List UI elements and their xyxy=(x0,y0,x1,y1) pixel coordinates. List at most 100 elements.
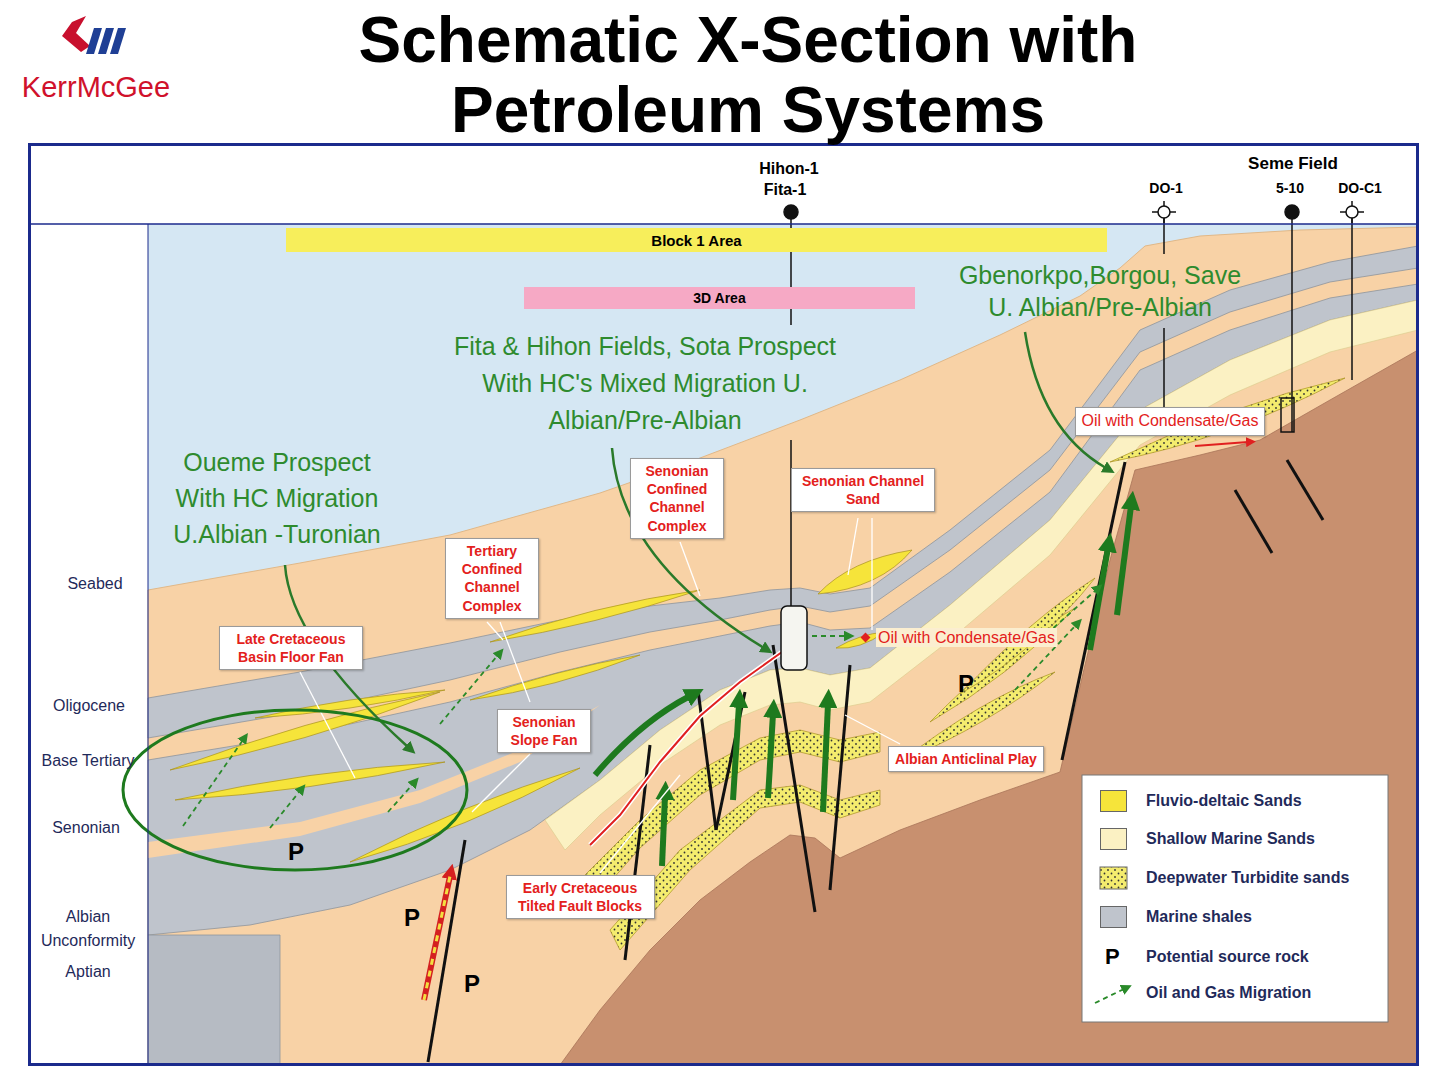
source-rock-mark: P xyxy=(958,670,974,699)
hydrocarbon-label: Oil with Condensate/Gas xyxy=(876,628,1057,647)
legend-swatch xyxy=(1100,906,1127,928)
well-symbol xyxy=(781,201,1364,670)
legend-swatch xyxy=(1100,828,1127,850)
well-name: DO-C1 xyxy=(1338,180,1382,197)
fluvio-deltaic-sand-lens xyxy=(470,655,640,700)
dashed-migration-arrow xyxy=(440,655,498,724)
play-box: Senonian Channel Sand xyxy=(791,468,935,512)
carrier-bed-line xyxy=(590,652,782,845)
well-name-holder: Fita-1 xyxy=(764,180,807,199)
carrier-bed-line xyxy=(590,652,782,845)
fluvio-deltaic-sand-lens xyxy=(170,692,440,770)
well-name: Hihon-1 xyxy=(759,159,819,178)
carrier-bed-line xyxy=(590,652,782,845)
play-annotation: Fita & Hihon Fields, Sota Prospect With … xyxy=(435,328,855,439)
hydrocarbon-label-holder: Oil with Condensate/Gas xyxy=(876,628,1057,647)
legend-label: Fluvio-deltaic Sands xyxy=(1146,791,1302,811)
hydrocarbon-box: Oil with Condensate/Gas xyxy=(1075,407,1266,436)
diagram-title: Schematic X-Section with Petroleum Syste… xyxy=(318,5,1178,145)
area-band: 3D Area xyxy=(524,287,915,309)
fault-line xyxy=(1287,460,1323,520)
box-label: Senonian Slope Fan xyxy=(504,713,584,749)
horizon-name: Senonian xyxy=(52,818,120,837)
source-rock-mark-holder: P xyxy=(464,970,480,999)
migration-arrow xyxy=(733,704,739,800)
dashed-migration-arrow xyxy=(183,740,243,826)
area-band: Block 1 Area xyxy=(286,228,1107,252)
dashed-migration-arrow xyxy=(812,635,846,637)
section-frame xyxy=(30,145,1418,1065)
play-annotation: Gbenorkpo,Borgou, Save U. Albian/Pre-Alb… xyxy=(950,259,1250,323)
source-rock-mark: P xyxy=(288,838,304,867)
well-name-holder: Hihon-1 xyxy=(759,159,819,178)
migration-arrow xyxy=(595,696,690,775)
annotation-pointer xyxy=(612,448,764,648)
section-frame xyxy=(29,145,1418,1066)
migration-arrow xyxy=(662,796,665,866)
horizon-name: Aptian xyxy=(65,962,110,981)
source-rock-mark-holder: P xyxy=(958,670,974,699)
migration-arrow xyxy=(1117,506,1131,615)
fault-line xyxy=(830,665,850,890)
horizon-name: Albian Unconformity xyxy=(32,905,144,953)
play-box: Senonian Confined Channel Complex xyxy=(630,458,724,539)
horizon-name-holder: Oligocene xyxy=(53,696,125,715)
horizon-name-holder: Senonian xyxy=(52,818,120,837)
leader-line xyxy=(300,518,900,873)
migration-arrow xyxy=(768,714,773,798)
well-symbol xyxy=(781,606,807,670)
band-label: Block 1 Area xyxy=(651,232,741,249)
play-box: Senonian Slope Fan xyxy=(497,709,591,753)
dashed-migration-arrow xyxy=(183,590,1096,828)
deep-migration-path xyxy=(424,876,450,1000)
well-name-holder: DO-C1 xyxy=(1338,180,1382,197)
box-label: Tertiary Confined Channel Complex xyxy=(452,542,532,615)
company-logo xyxy=(62,16,126,54)
box-label: Early Cretaceous Tilted Fault Blocks xyxy=(513,879,648,915)
well-name: 5-10 xyxy=(1276,180,1304,197)
legend-panel xyxy=(1082,775,1388,1022)
horizon-name: Seabed xyxy=(67,574,122,593)
well-symbol xyxy=(1281,398,1294,432)
geology-layers xyxy=(148,224,1418,1065)
dashed-migration-arrow xyxy=(388,784,413,812)
legend-pattern-sample xyxy=(1100,867,1127,889)
legend-panel xyxy=(1082,775,1388,1022)
company-name-holder: KerrMcGee xyxy=(22,70,170,105)
legend-symbol: P xyxy=(1105,944,1120,970)
play-box: Tertiary Confined Channel Complex xyxy=(445,538,539,619)
legend-row: Shallow Marine Sands xyxy=(1146,829,1315,849)
source-rock-mark: P xyxy=(464,970,480,999)
annotation-pointer xyxy=(1025,332,1106,468)
section-frame xyxy=(148,224,149,1065)
tertiary-sediments xyxy=(148,227,1418,1065)
company-logo xyxy=(110,28,126,54)
legend-label: Deepwater Turbidite sands xyxy=(1146,868,1349,888)
play-box: Early Cretaceous Tilted Fault Blocks xyxy=(506,875,655,919)
well-name-holder: 5-10 xyxy=(1276,180,1304,197)
well-symbol xyxy=(784,205,798,219)
box-label: Albian Anticlinal Play xyxy=(895,750,1037,768)
box-label: Senonian Confined Channel Complex xyxy=(637,462,717,535)
aptian-shale xyxy=(148,935,280,1065)
legend-label: Shallow Marine Sands xyxy=(1146,829,1315,849)
legend-symbol-holder: P xyxy=(1105,944,1120,970)
leader-line xyxy=(600,775,680,873)
well-symbol xyxy=(1158,206,1170,218)
leader-line xyxy=(680,542,700,596)
fault-line xyxy=(1235,490,1272,553)
company-name: KerrMcGee xyxy=(22,70,170,105)
leader-line xyxy=(845,715,900,744)
deep-migration-path xyxy=(424,876,450,1000)
fault-line xyxy=(716,692,745,830)
well-symbol xyxy=(790,440,792,606)
leader-line xyxy=(848,518,858,575)
basement xyxy=(560,350,1418,1065)
senonian-interbed xyxy=(148,705,600,858)
horizon-name: Oligocene xyxy=(53,696,125,715)
source-rock-mark-holder: P xyxy=(404,904,420,933)
play-annotation-holder: Oueme Prospect With HC Migration U.Albia… xyxy=(165,444,390,552)
oil-flow-marker xyxy=(1195,442,1248,446)
leader-line xyxy=(500,622,530,702)
